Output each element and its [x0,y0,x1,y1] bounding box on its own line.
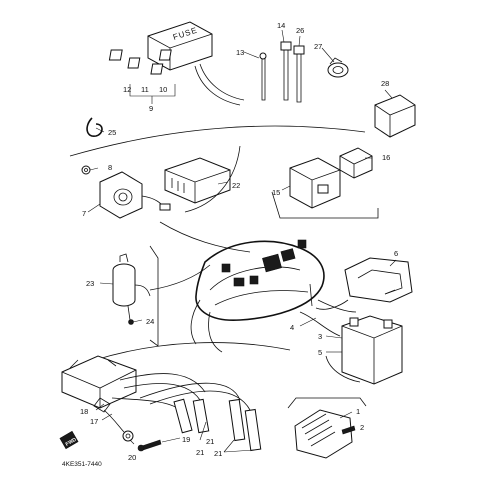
callout-20: 20 [128,453,136,462]
callout-22: 22 [232,181,240,190]
ignition-switch [99,171,171,219]
callout-14: 14 [277,21,285,30]
relay-28 [374,94,416,138]
relay-16 [339,147,373,179]
callout-6: 6 [394,249,398,258]
callout-23: 23 [86,279,94,288]
divider-bottom [94,342,291,361]
callout-15: 15 [272,188,280,197]
ignition-coil [61,355,137,413]
wire-clip [86,117,103,137]
wire-harness [190,239,325,353]
battery-cover [344,257,413,303]
callout-2: 2 [360,423,364,432]
main-switch [112,253,151,321]
screw [128,319,134,325]
callout-9: 9 [149,104,153,113]
callout-21c: 21 [214,449,222,458]
callout-3: 3 [318,332,322,341]
callout-labels: 1 2 3 4 5 6 7 8 9 10 11 12 13 14 15 16 1… [80,21,398,462]
callout-16: 16 [382,153,390,162]
callout-11: 11 [141,85,149,94]
callout-4: 4 [290,323,294,332]
divider-left [149,245,159,347]
relay-15 [289,157,341,209]
callout-7: 7 [82,209,86,218]
battery-leads [299,299,357,337]
collar [122,430,134,442]
callout-bracket-fuses [129,84,176,104]
callout-13: 13 [236,48,244,57]
harness-link-right [309,283,313,307]
callout-19: 19 [182,435,190,444]
harness-link-left [149,264,211,291]
harness-link-top [159,221,251,253]
battery [325,315,403,385]
nut [81,165,91,175]
callout-1: 1 [356,407,360,416]
spark-plug-leads [111,373,262,452]
callout-5: 5 [318,348,322,357]
ignitor-leader [184,145,241,213]
diagram-code: 4KE351-7440 [62,461,102,468]
relay-15-bracket [271,191,379,219]
fwd-label: FWD [65,437,78,448]
coil-bracket [103,409,125,433]
callout-27: 27 [314,42,322,51]
callout-18: 18 [80,407,88,416]
callout-26: 26 [296,26,304,35]
callout-25: 25 [108,128,116,137]
coil-bolt [141,439,162,451]
callout-10: 10 [159,85,167,94]
ignitor-unit [164,157,231,204]
fwd-tag: FWD [59,430,79,450]
rectifier-regulator [294,409,353,459]
leader-lines [87,29,397,453]
callout-24: 24 [146,317,154,326]
callout-17: 17 [90,417,98,426]
callout-28: 28 [381,79,389,88]
fuse-cartridges [108,49,172,75]
callout-12: 12 [123,85,131,94]
callout-21b: 21 [206,437,214,446]
divider-top [69,125,366,157]
callout-8: 8 [108,163,112,172]
clamp [327,57,349,78]
regulator-bracket [287,397,367,409]
callout-21a: 21 [196,448,204,457]
cable-ties [259,41,305,103]
